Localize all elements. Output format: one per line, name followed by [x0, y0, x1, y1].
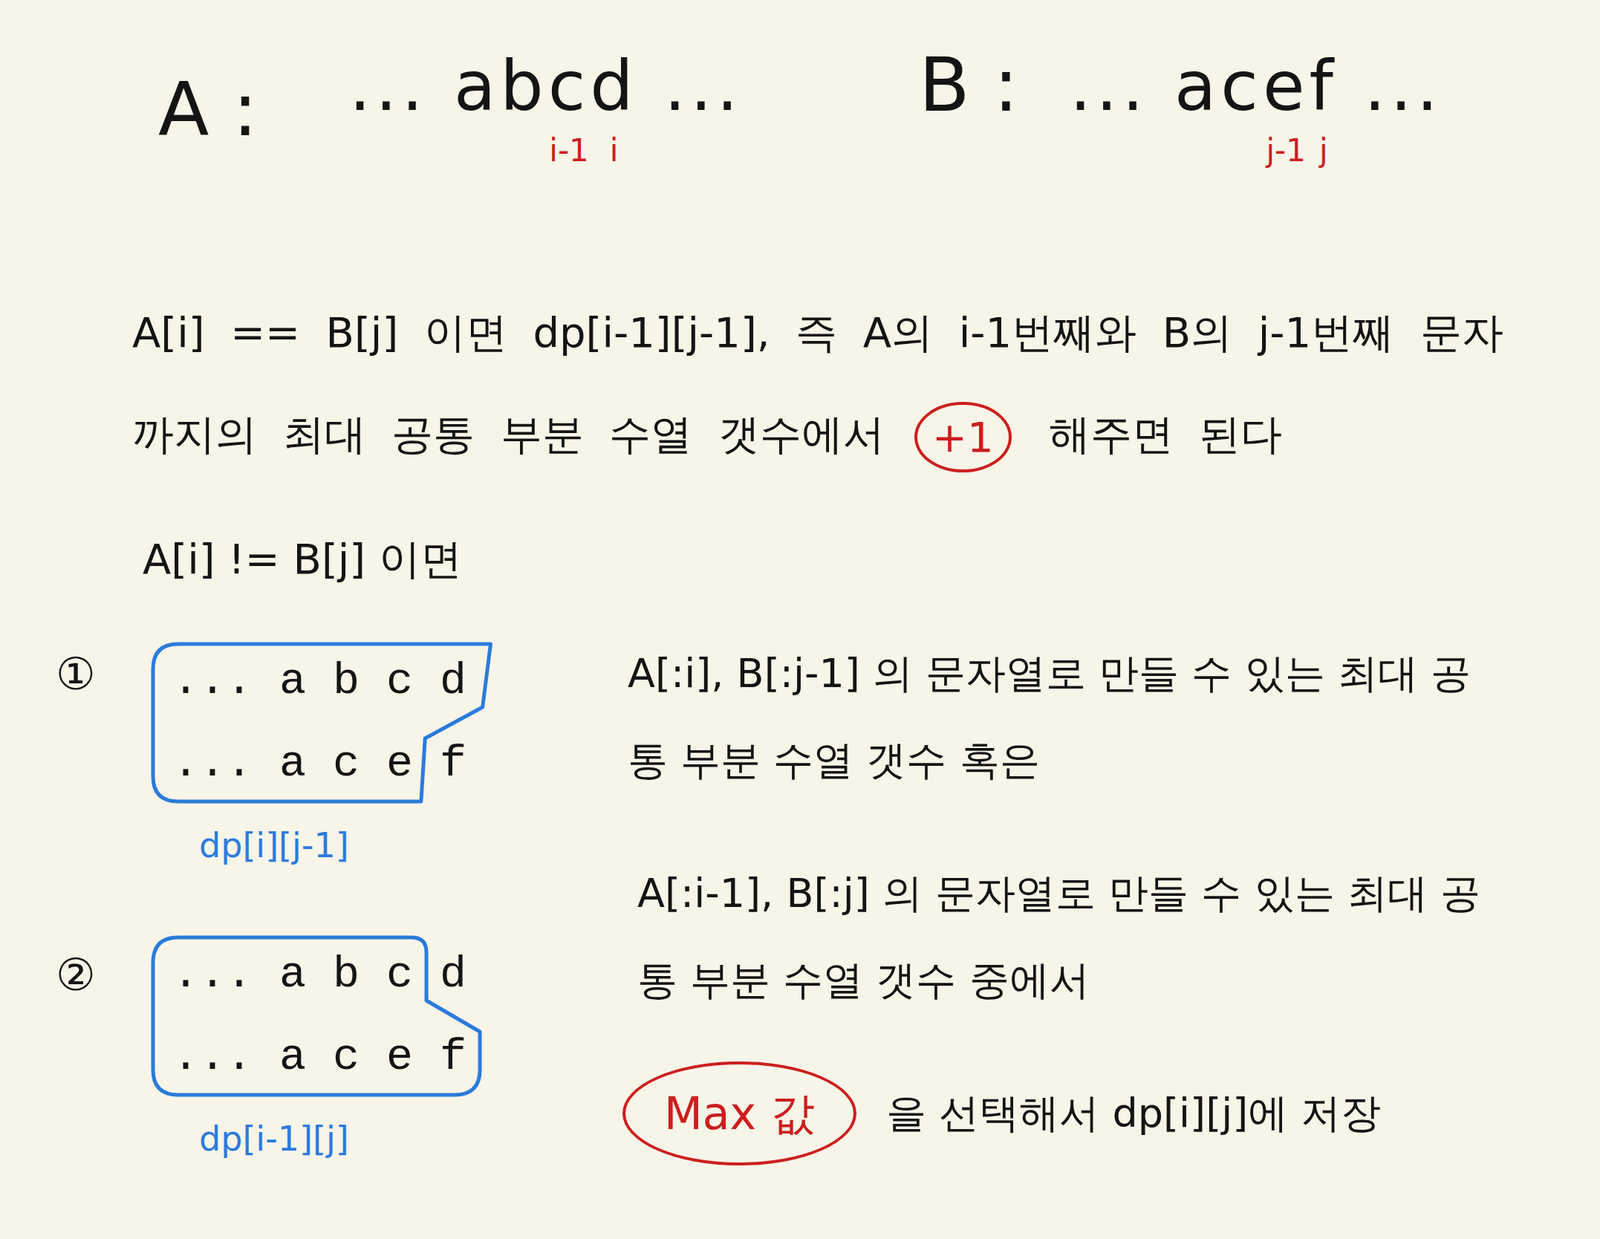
box-outline-path — [153, 937, 480, 1095]
highlight-circle: Max 값 — [622, 1061, 857, 1166]
highlight-text: +1 — [932, 412, 994, 463]
string-name: B : — [918, 40, 1019, 130]
highlight-circle: +1 — [914, 401, 1012, 473]
string-row: ... a b c d — [172, 655, 467, 708]
highlight-text: Max 값 — [664, 1086, 815, 1141]
explanation-text: A[i] == B[j] 이면 dp[i-1][j-1], 즉 A의 i-1번째… — [132, 308, 1504, 459]
case-number: ② — [55, 947, 96, 1002]
string-b: ... acef ... — [1069, 46, 1443, 128]
dp-label: dp[i][j-1] — [199, 825, 350, 867]
index-marker: i-1 — [548, 132, 590, 170]
string-row: ... a b c — [172, 949, 413, 1001]
string-row: ... a c e f — [172, 1031, 467, 1084]
string-a: ... abcd ... — [349, 46, 743, 128]
excluded-char: d — [439, 949, 467, 1001]
explanation-paragraph: A[i] == B[j] 이면 dp[i-1][j-1], 즉 A의 i-1번째… — [132, 281, 1507, 486]
box-outline-path — [153, 644, 491, 802]
dp-label: dp[i-1][j] — [199, 1118, 350, 1160]
index-marker: j — [1319, 132, 1329, 170]
index-marker: i — [609, 132, 619, 170]
explanation-text: A[:i-1], B[:j] 의 문자열로 만들 수 있는 최대 공통 부분 수… — [637, 849, 1514, 1024]
explanation-text: 해주면 된다 — [1048, 410, 1283, 459]
excluded-char: f — [439, 738, 467, 790]
string-name: A : — [158, 65, 258, 155]
case-number: ① — [55, 646, 96, 701]
string-row: ... a c e — [172, 738, 413, 790]
index-marker: j-1 — [1265, 132, 1306, 170]
explanation-text: A[:i], B[:j-1] 의 문자열로 만들 수 있는 최대 공통 부분 수… — [627, 629, 1505, 804]
condition-text: A[i] != B[j] 이면 — [142, 534, 463, 584]
explanation-text: 을 선택해서 dp[i][j]에 저장 — [886, 1089, 1381, 1138]
